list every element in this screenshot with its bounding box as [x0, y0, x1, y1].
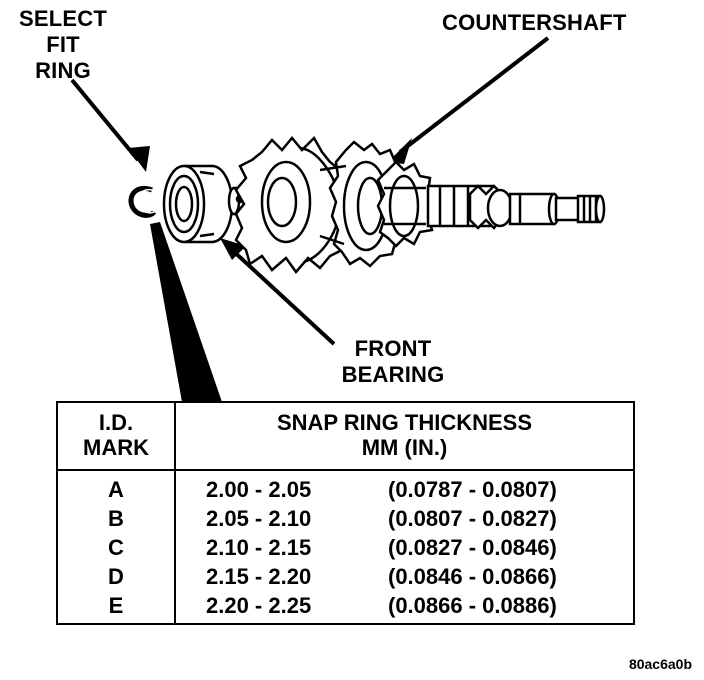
thickness-header: SNAP RING THICKNESS MM (IN.) — [176, 410, 633, 460]
thickness-in-cell: (0.0827 - 0.0846) — [388, 535, 557, 560]
countershaft-body — [426, 184, 606, 230]
thickness-mm-cell: 2.15 - 2.20 — [206, 564, 312, 589]
reverse-gear — [376, 160, 436, 248]
front-bearing-line-1: FRONT — [354, 336, 432, 361]
snap-ring-thickness-table: I.D. MARK SNAP RING THICKNESS MM (IN.) A… — [56, 401, 635, 625]
thickness-header-line-2: MM (IN.) — [361, 435, 448, 460]
column-divider — [174, 403, 176, 623]
drive-gear — [234, 135, 352, 275]
thickness-mm-cell: 2.10 - 2.15 — [206, 535, 312, 560]
select-fit-ring-line-3: RING — [35, 58, 91, 83]
id-mark-header: I.D. MARK — [58, 410, 174, 460]
thickness-in-cell: (0.0846 - 0.0866) — [388, 564, 557, 589]
id-mark-cell: B — [108, 506, 124, 531]
select-fit-ring-line-2: FIT — [46, 32, 80, 57]
thickness-mm-cell: 2.05 - 2.10 — [206, 506, 312, 531]
front-bearing-arrow — [220, 238, 336, 346]
select-fit-ring-line-1: SELECT — [19, 6, 107, 31]
thickness-mm-cell: 2.20 - 2.25 — [206, 593, 312, 618]
thickness-mm-cell: 2.00 - 2.05 — [206, 477, 312, 502]
front-bearing-line-2: BEARING — [341, 362, 445, 387]
id-mark-cell: A — [108, 477, 124, 502]
thickness-in-cell: (0.0866 - 0.0886) — [388, 593, 557, 618]
select-fit-ring-label: SELECT FIT RING — [8, 6, 118, 84]
select-fit-ring-arrow — [70, 78, 150, 172]
id-mark-header-line-2: MARK — [83, 435, 149, 460]
front-bearing-label: FRONT BEARING — [328, 336, 458, 388]
thickness-in-cell: (0.0787 - 0.0807) — [388, 477, 557, 502]
countershaft-arrow — [388, 36, 550, 164]
front-bearing — [162, 164, 234, 244]
snap-ring — [128, 186, 157, 218]
id-mark-cell: E — [108, 593, 124, 618]
countershaft-label: COUNTERSHAFT — [442, 10, 627, 35]
ring-to-table-pointer — [150, 222, 222, 402]
id-mark-cell: D — [108, 564, 124, 589]
thickness-in-cell: (0.0807 - 0.0827) — [388, 506, 557, 531]
header-divider — [58, 469, 633, 471]
id-mark-cell: C — [108, 535, 124, 560]
thickness-header-line-1: SNAP RING THICKNESS — [276, 410, 533, 435]
figure-reference-code: 80ac6a0b — [628, 656, 692, 672]
id-mark-header-line-1: I.D. — [98, 410, 134, 435]
